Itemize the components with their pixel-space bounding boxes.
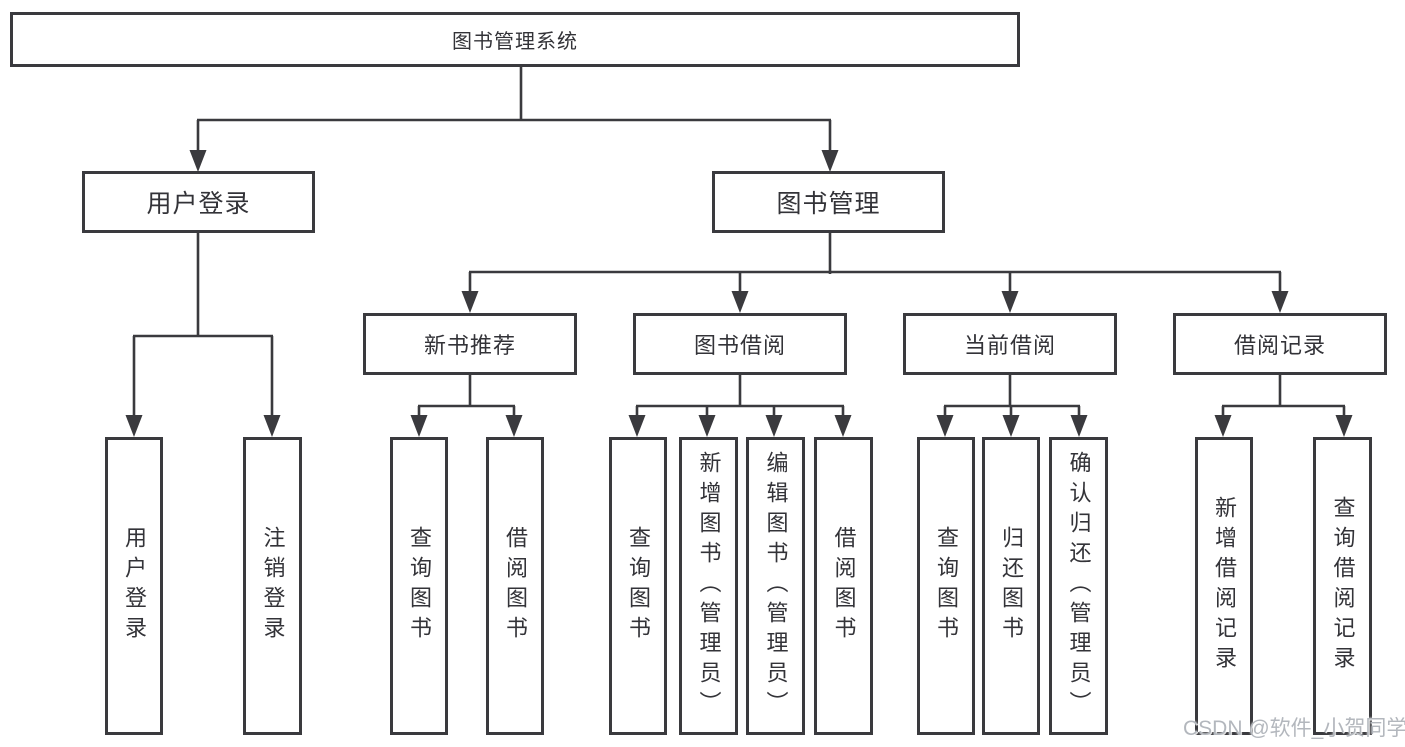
leaf-label: 归还图书: [999, 526, 1024, 646]
node-label: 图书借阅: [693, 333, 786, 358]
leaf-user-login: 用户登录: [105, 437, 163, 735]
leaf-label: 查询图书: [934, 526, 959, 646]
leaf-label: 查询图书: [407, 526, 432, 646]
csdn-watermark: CSDN @软件_小贺同学: [1183, 717, 1405, 740]
leaf-query-books-recommend: 查询图书: [390, 437, 448, 735]
leaf-label: 确认归还（管理员）: [1066, 451, 1092, 721]
node-book-borrow: 图书借阅: [633, 313, 847, 375]
leaf-label: 查询借阅记录: [1330, 496, 1356, 676]
leaf-label: 借阅图书: [831, 526, 857, 646]
node-user-login: 用户登录: [82, 171, 315, 233]
leaf-query-borrow-record: 查询借阅记录: [1313, 437, 1372, 735]
leaf-label: 编辑图书（管理员）: [763, 451, 789, 721]
leaf-label: 新增借阅记录: [1212, 496, 1237, 676]
leaf-borrow-books-recommend: 借阅图书: [486, 437, 544, 735]
node-label: 借阅记录: [1233, 333, 1326, 358]
node-label: 图书管理系统: [452, 31, 578, 53]
leaf-query-books-current: 查询图书: [917, 437, 975, 735]
leaf-return-books: 归还图书: [982, 437, 1040, 735]
node-new-book-recommend: 新书推荐: [363, 313, 577, 375]
leaf-add-books-admin: 新增图书（管理员）: [679, 437, 738, 735]
leaf-label: 用户登录: [122, 526, 147, 646]
leaf-label: 查询图书: [626, 526, 651, 646]
node-label: 新书推荐: [423, 333, 516, 358]
node-borrow-records: 借阅记录: [1173, 313, 1387, 375]
leaf-logout: 注销登录: [243, 437, 302, 735]
leaf-label: 新增图书（管理员）: [696, 451, 722, 721]
leaf-add-borrow-record: 新增借阅记录: [1195, 437, 1253, 735]
leaf-query-books-borrow: 查询图书: [609, 437, 667, 735]
connector-paths: [132, 67, 1346, 421]
leaf-label: 借阅图书: [503, 526, 528, 646]
node-label: 用户登录: [146, 190, 251, 218]
node-current-borrow: 当前借阅: [903, 313, 1117, 375]
leaf-confirm-return-admin: 确认归还（管理员）: [1049, 437, 1108, 735]
leaf-borrow-books: 借阅图书: [814, 437, 873, 735]
leaf-label: 注销登录: [260, 526, 286, 646]
node-book-management: 图书管理: [712, 171, 945, 233]
node-label: 图书管理: [776, 190, 881, 218]
node-library-management-system: 图书管理系统: [10, 12, 1020, 67]
node-label: 当前借阅: [963, 333, 1056, 358]
leaf-edit-books-admin: 编辑图书（管理员）: [746, 437, 805, 735]
arrowheads: [125, 150, 1353, 437]
